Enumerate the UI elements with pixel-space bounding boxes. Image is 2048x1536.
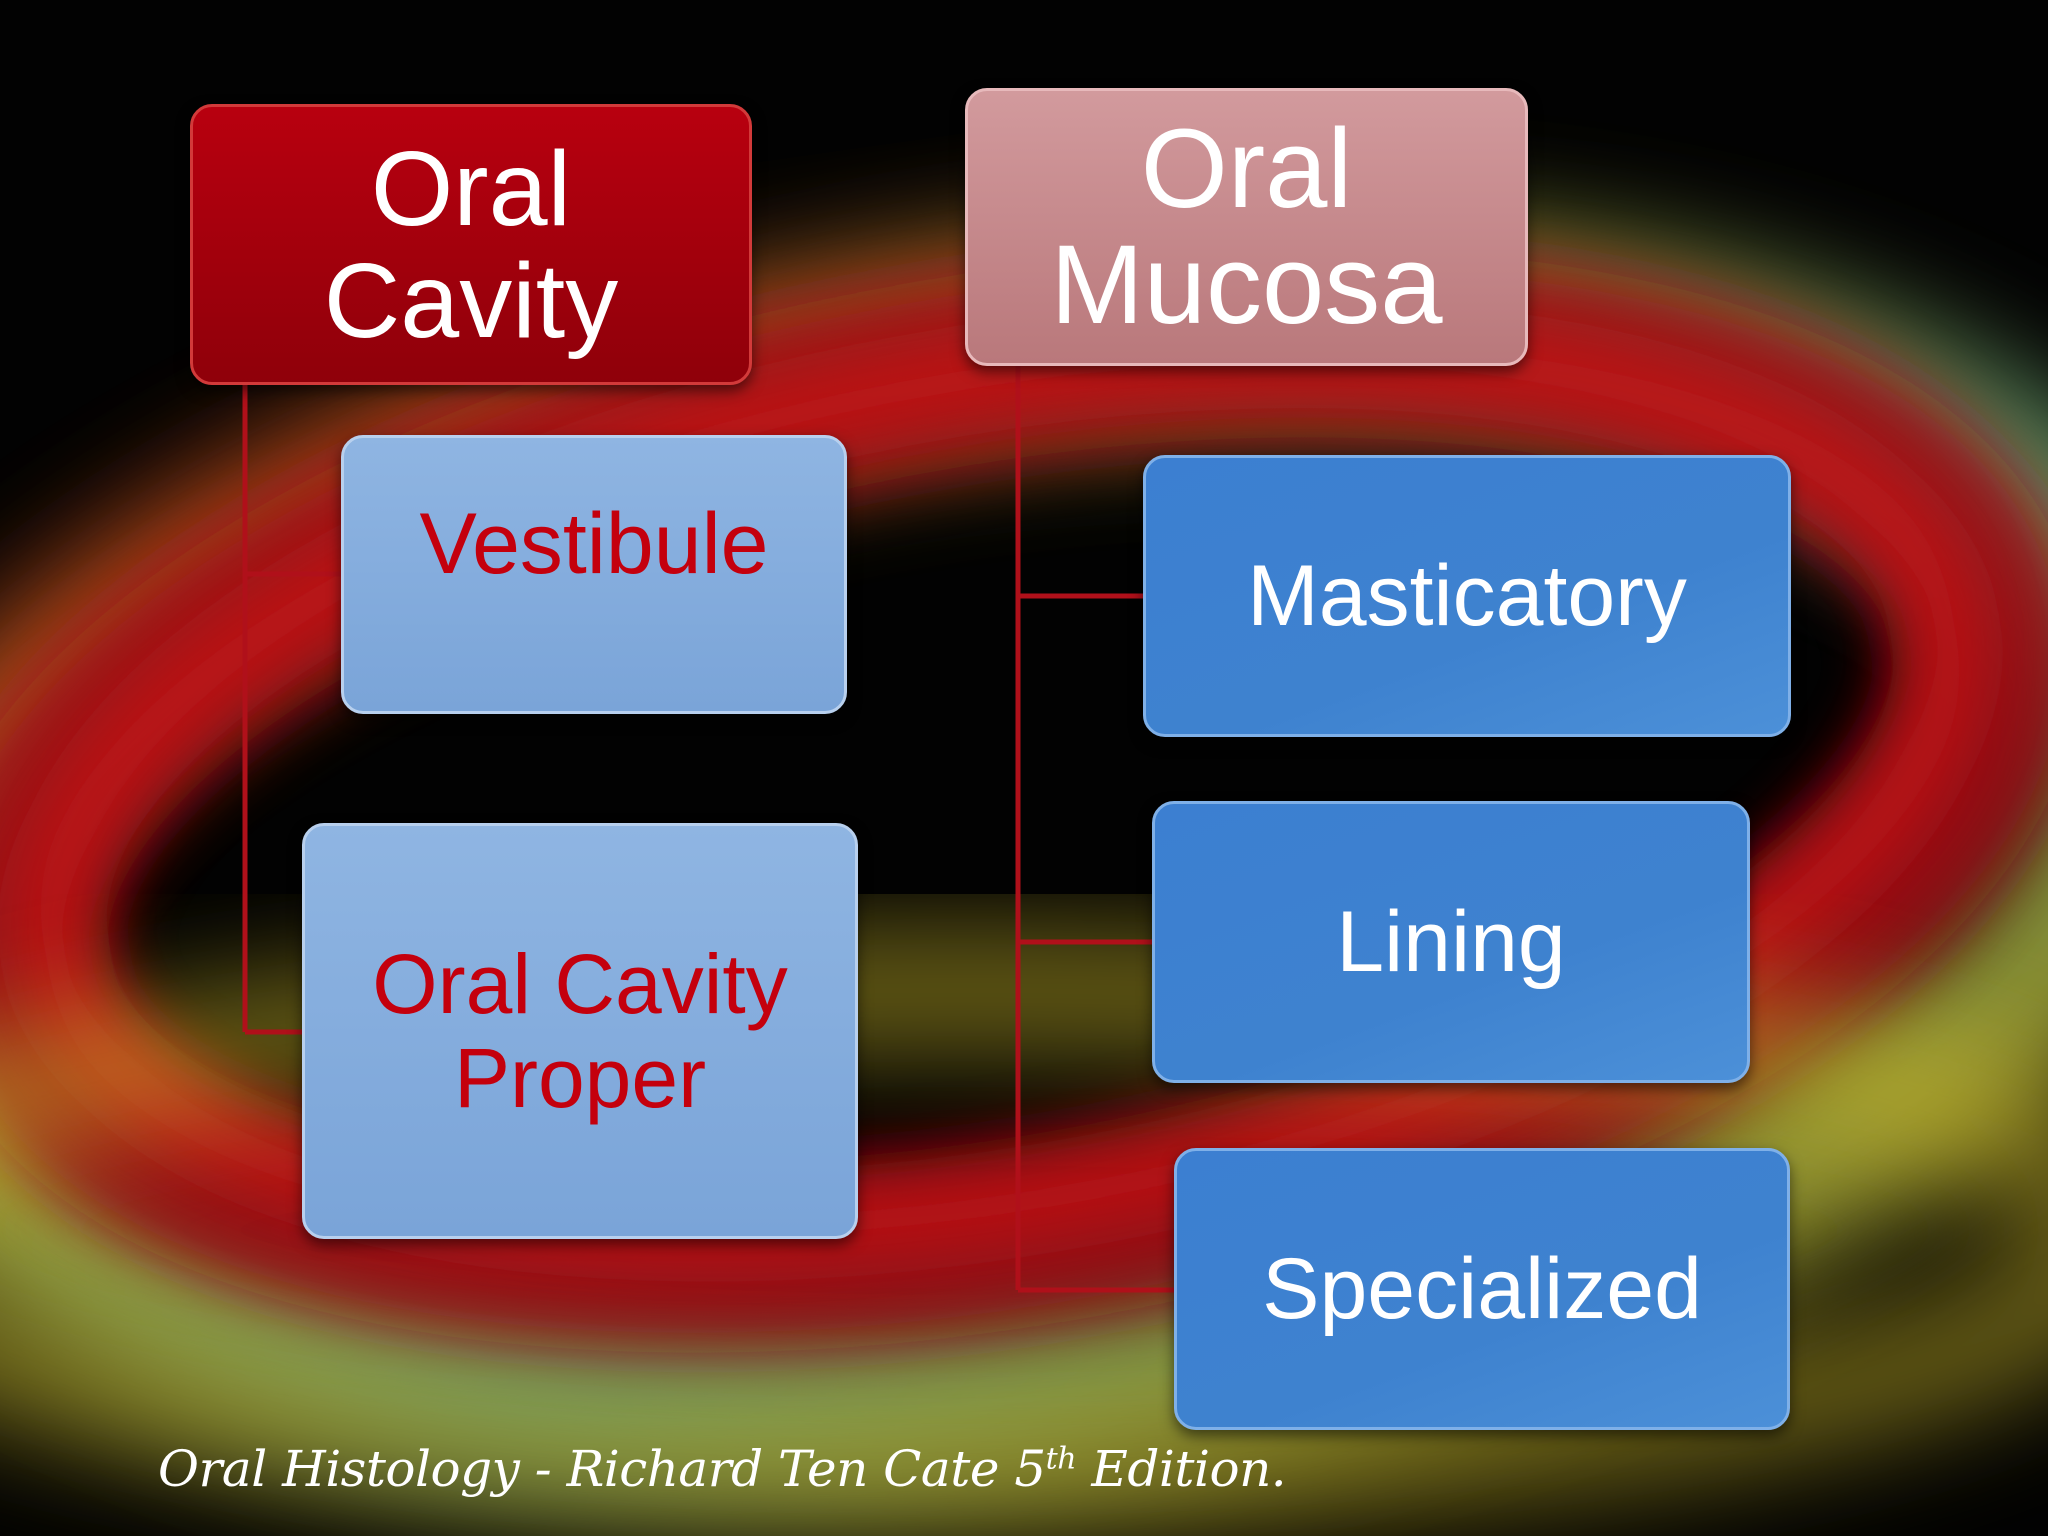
masticatory-label: Masticatory [1247, 547, 1687, 644]
citation-superscript: th [1045, 1441, 1077, 1477]
lining-label: Lining [1336, 893, 1566, 990]
oral-cavity-line2: Cavity [323, 241, 619, 360]
oral-mucosa-node: Oral Mucosa [965, 88, 1528, 366]
vestibule-node: Vestibule [341, 435, 847, 714]
oral-cavity-proper-node: Oral Cavity Proper [302, 823, 858, 1239]
citation-tail: Edition. [1076, 1440, 1287, 1498]
lining-node: Lining [1152, 801, 1750, 1083]
oral-cavity-proper-line2: Proper [453, 1031, 707, 1125]
oral-mucosa-line2: Mucosa [1050, 222, 1443, 347]
masticatory-node: Masticatory [1143, 455, 1791, 737]
oral-cavity-line1: Oral [370, 129, 572, 248]
oral-mucosa-line1: Oral [1140, 106, 1353, 231]
vestibule-label: Vestibule [419, 496, 769, 592]
specialized-node: Specialized [1174, 1148, 1790, 1430]
citation-main: Oral Histology - Richard Ten Cate 5 [158, 1440, 1046, 1498]
specialized-label: Specialized [1262, 1240, 1702, 1337]
citation-text: Oral Histology - Richard Ten Cate 5th Ed… [158, 1440, 1287, 1498]
oral-cavity-proper-line1: Oral Cavity [372, 937, 788, 1031]
oral-cavity-node: Oral Cavity [190, 104, 752, 385]
